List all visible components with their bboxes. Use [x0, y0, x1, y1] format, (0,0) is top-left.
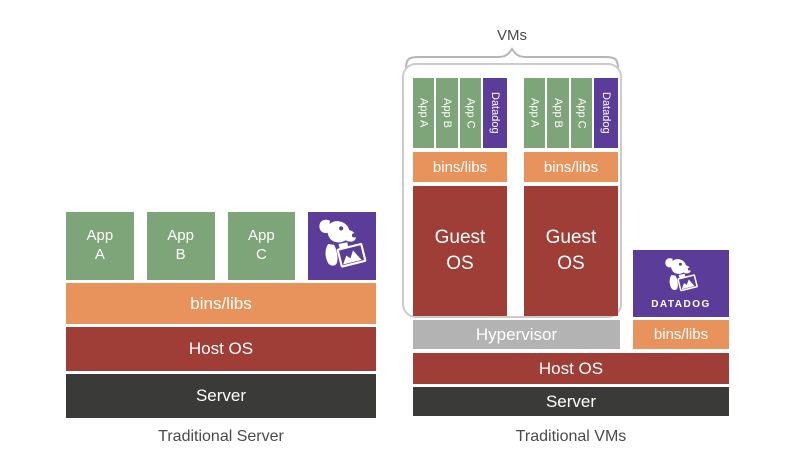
app-b-box: App B: [146, 212, 215, 280]
datadog-dog-icon: [316, 218, 368, 275]
vms-group-label: VMs: [497, 27, 527, 44]
vm1-app-a-box: App A: [413, 78, 435, 148]
vm1-datadog-box: Datadog: [483, 78, 507, 148]
vm1-guest-os-line1: Guest: [434, 227, 486, 249]
vm2-bins-libs-layer: bins/libs: [524, 152, 618, 182]
server-bins-libs-layer: bins/libs: [66, 283, 376, 324]
server-hardware-layer: Server: [66, 374, 376, 418]
vm2-datadog-box: Datadog: [594, 78, 618, 148]
vm2-guest-os-line1: Guest: [545, 227, 597, 249]
vm1-app-b-label: App B: [441, 98, 454, 128]
vm1-app-c-label: App C: [464, 97, 477, 129]
app-c-label-line1: App: [248, 227, 275, 245]
vm2-apps-row: App A App B App C Datadog: [524, 78, 618, 148]
datadog-brand-label: DATADOG: [651, 299, 711, 310]
server-host-os-layer: Host OS: [66, 327, 376, 371]
vms-brace: [403, 47, 621, 76]
bins-libs-label: bins/libs: [190, 293, 252, 313]
vm2-app-a-label: App A: [528, 98, 541, 128]
vm1-app-a-label: App A: [417, 98, 430, 128]
vms-host-os-label: Host OS: [538, 358, 604, 378]
vm1-apps-row: App A App B App C Datadog: [413, 78, 507, 148]
app-b-label-line2: B: [175, 246, 186, 263]
vms-outline-box: [402, 63, 622, 318]
datadog-dog-icon: [663, 257, 699, 298]
vms-server-layer: Server: [413, 387, 729, 416]
vm2-app-c-label: App C: [575, 97, 588, 129]
datadog-agent-box: DATADOG: [633, 250, 729, 317]
app-a-label-line1: App: [86, 227, 114, 245]
vm2-app-c-box: App C: [570, 78, 593, 148]
vm2-bins-libs-label: bins/libs: [543, 158, 599, 176]
vm2-app-b-label: App B: [552, 98, 565, 128]
app-a-label-line2: A: [94, 246, 105, 263]
vms-host-os-layer: Host OS: [413, 353, 729, 384]
server-label: Server: [195, 386, 247, 405]
vm2-datadog-label: Datadog: [600, 92, 613, 134]
vm1-bins-libs-label: bins/libs: [432, 158, 488, 176]
vm2-guest-os-line2: OS: [557, 253, 585, 274]
hypervisor-label: Hypervisor: [475, 324, 558, 344]
traditional-server-apps-row: App A App B App C: [66, 212, 376, 280]
app-a-box: App A: [66, 212, 134, 280]
vm2-app-a-box: App A: [524, 78, 546, 148]
vm-1: App A App B App C Datadog bins/libs Gues…: [413, 78, 507, 316]
vm1-datadog-label: Datadog: [489, 92, 502, 134]
vm2-guest-os-layer: Guest OS: [524, 186, 618, 316]
vm1-app-c-box: App C: [459, 78, 482, 148]
hypervisor-layer: Hypervisor: [413, 320, 620, 349]
datadog-bins-libs-layer: bins/libs: [633, 320, 729, 349]
app-b-label-line1: App: [167, 227, 194, 245]
app-c-label-line2: C: [255, 246, 267, 263]
vm1-bins-libs-layer: bins/libs: [413, 152, 507, 182]
traditional-vms-caption: Traditional VMs: [515, 428, 627, 445]
datadog-logo-box: [308, 212, 376, 280]
vm1-app-b-box: App B: [436, 78, 458, 148]
vm2-app-b-box: App B: [547, 78, 569, 148]
vm-2: App A App B App C Datadog bins/libs Gues…: [524, 78, 618, 316]
vm1-guest-os-layer: Guest OS: [413, 186, 507, 316]
datadog-bins-libs-label: bins/libs: [653, 326, 709, 343]
vms-server-label: Server: [545, 391, 597, 411]
vm1-guest-os-line2: OS: [446, 253, 474, 274]
host-os-label: Host OS: [188, 339, 254, 358]
app-c-box: App C: [227, 212, 296, 280]
traditional-server-caption: Traditional Server: [158, 428, 284, 445]
